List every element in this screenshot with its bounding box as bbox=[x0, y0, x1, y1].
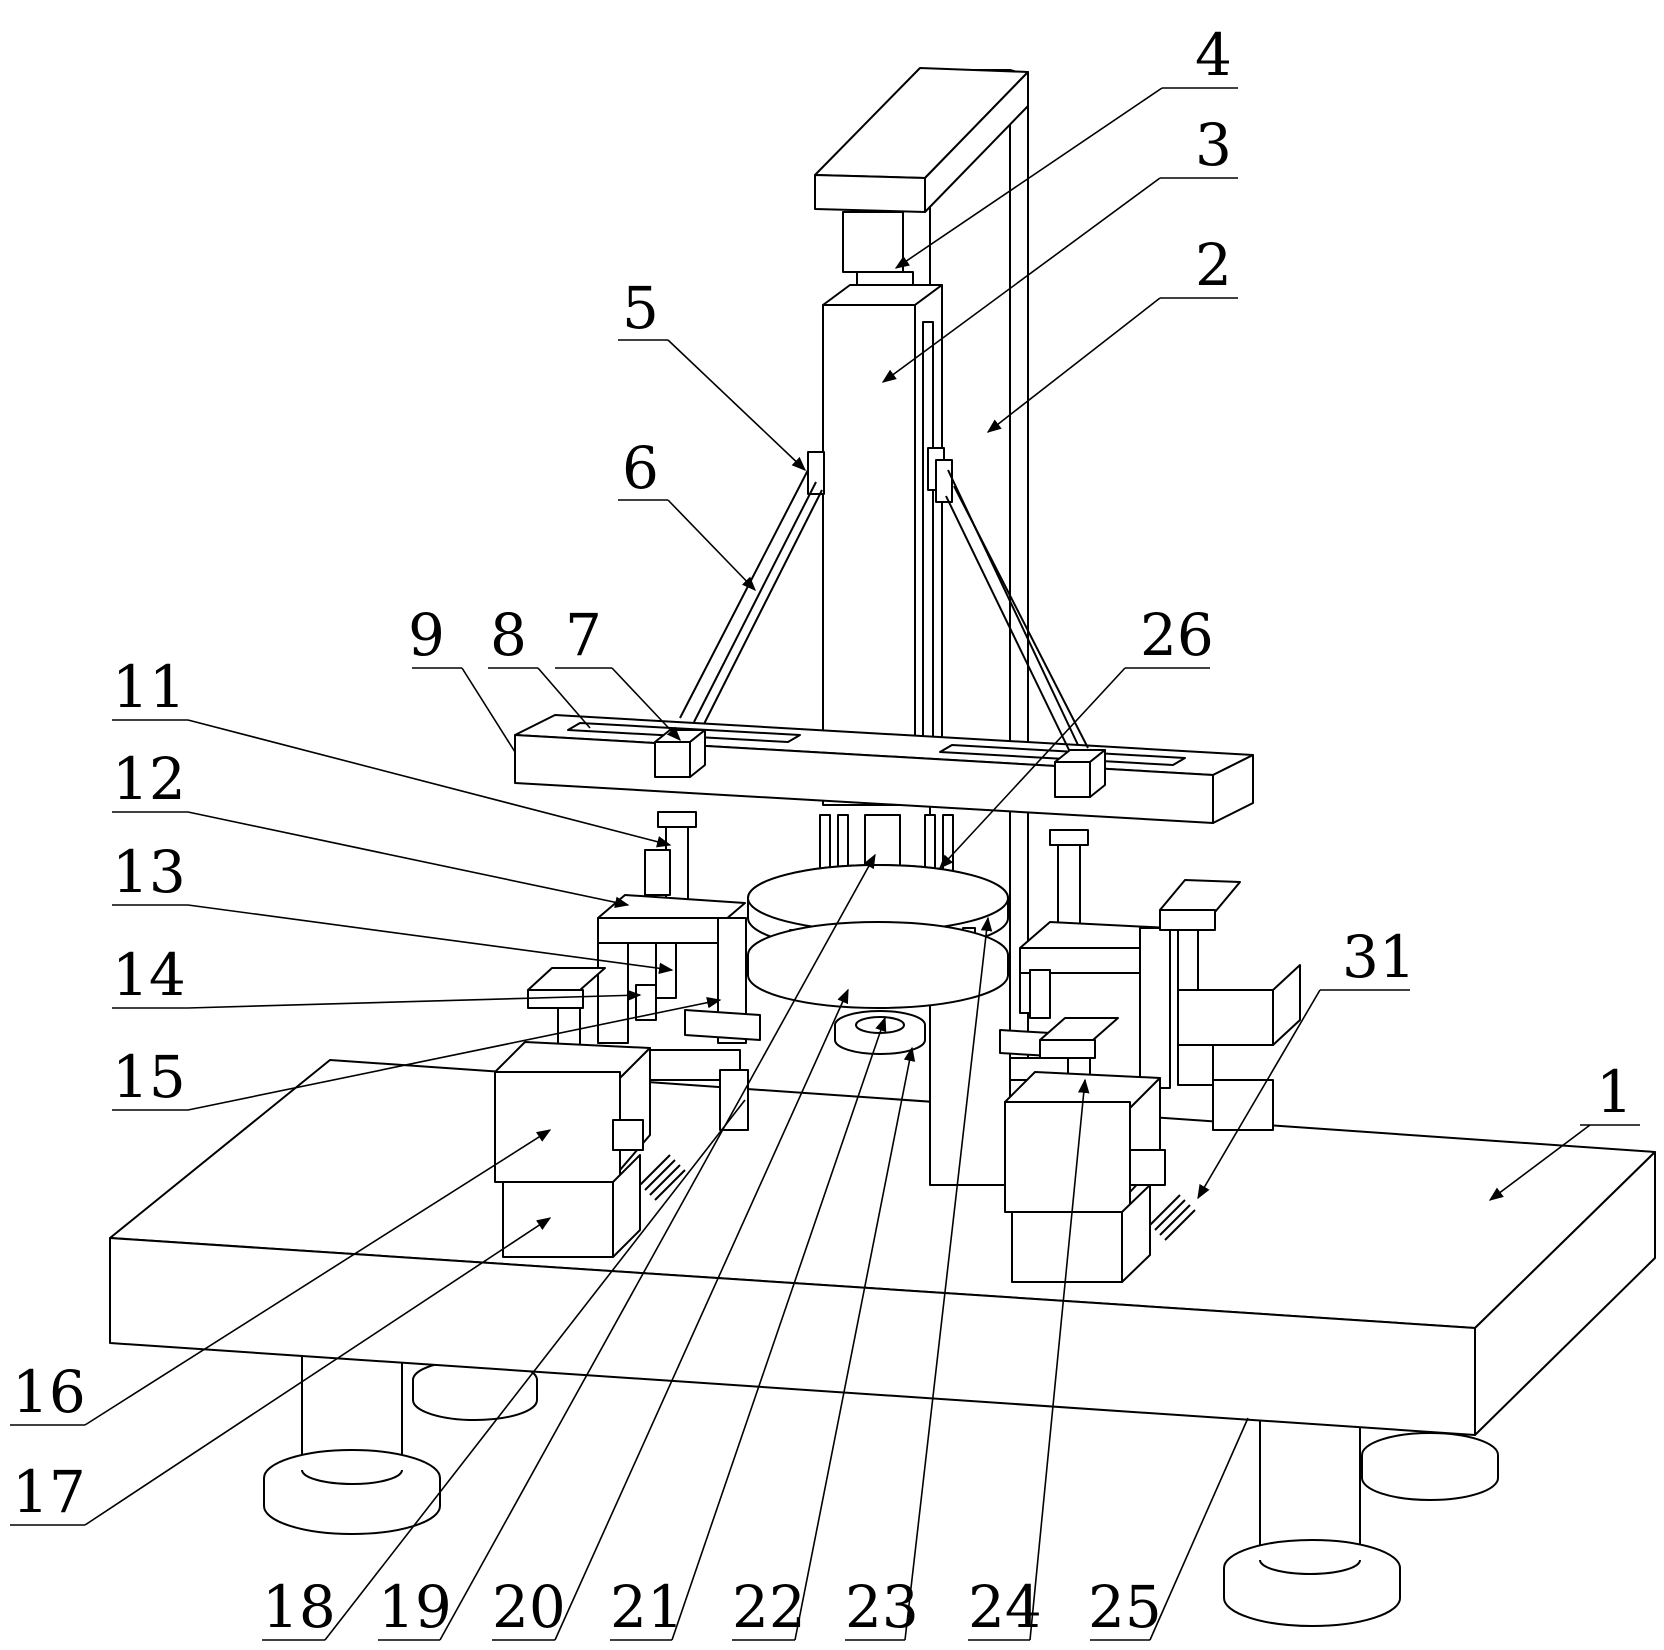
label-1: 1 bbox=[1596, 1058, 1633, 1126]
label-7: 7 bbox=[565, 601, 602, 669]
support-rod-left bbox=[679, 469, 823, 725]
label-21: 21 bbox=[610, 1573, 684, 1641]
callout-19: 19 bbox=[378, 853, 876, 1641]
label-15: 15 bbox=[112, 1043, 186, 1111]
label-8: 8 bbox=[490, 601, 527, 669]
label-11: 11 bbox=[112, 653, 186, 721]
rod-clamp-right bbox=[1054, 749, 1106, 798]
callout-9: 9 bbox=[408, 601, 516, 753]
right-rear-block bbox=[1177, 964, 1301, 1131]
label-24: 24 bbox=[968, 1573, 1042, 1641]
callout-24: 24 bbox=[968, 1078, 1090, 1641]
callout-12: 12 bbox=[112, 745, 630, 908]
support-rod-right bbox=[945, 469, 1089, 753]
label-13: 13 bbox=[112, 838, 186, 906]
callout-13: 13 bbox=[112, 838, 674, 974]
label-22: 22 bbox=[732, 1573, 806, 1641]
callout-11: 11 bbox=[112, 653, 672, 848]
callout-23: 23 bbox=[845, 916, 993, 1641]
label-17: 17 bbox=[12, 1458, 86, 1526]
foot-front-right bbox=[1223, 1409, 1401, 1627]
right-clamp-body bbox=[1004, 1071, 1166, 1283]
callout-1: 1 bbox=[1488, 1058, 1640, 1201]
label-20: 20 bbox=[492, 1573, 566, 1641]
callout-2: 2 bbox=[986, 231, 1238, 433]
callout-16: 16 bbox=[10, 1129, 552, 1426]
label-31: 31 bbox=[1342, 923, 1416, 991]
label-5: 5 bbox=[622, 274, 659, 342]
label-6: 6 bbox=[622, 434, 659, 502]
callout-6: 6 bbox=[618, 434, 757, 592]
top-arm bbox=[814, 67, 1029, 213]
callout-3: 3 bbox=[881, 111, 1238, 383]
right-clamp-frame bbox=[999, 921, 1171, 1089]
callout-7: 7 bbox=[555, 601, 681, 742]
callout-8: 8 bbox=[488, 601, 591, 729]
callout-4: 4 bbox=[894, 21, 1238, 269]
left-clamp-body bbox=[494, 1041, 651, 1258]
callout-17: 17 bbox=[10, 1217, 552, 1526]
left-spring bbox=[639, 1154, 686, 1201]
label-18: 18 bbox=[262, 1573, 336, 1641]
callout-15: 15 bbox=[112, 996, 722, 1111]
right-spring bbox=[1149, 1194, 1196, 1241]
lower-disc bbox=[747, 921, 1009, 1009]
label-19: 19 bbox=[378, 1573, 452, 1641]
left-pad bbox=[527, 967, 606, 1049]
label-12: 12 bbox=[112, 745, 186, 813]
label-16: 16 bbox=[12, 1358, 86, 1426]
label-2: 2 bbox=[1195, 231, 1232, 299]
central-column bbox=[822, 284, 943, 806]
callout-18: 18 bbox=[262, 1099, 746, 1641]
callout-31: 31 bbox=[1197, 923, 1416, 1200]
rod-clamp-left bbox=[654, 729, 706, 778]
label-9: 9 bbox=[408, 601, 445, 669]
callout-21: 21 bbox=[610, 1016, 887, 1641]
label-14: 14 bbox=[112, 941, 186, 1009]
callout-5: 5 bbox=[618, 274, 807, 471]
callout-25: 25 bbox=[1088, 1417, 1249, 1641]
callout-14: 14 bbox=[112, 941, 642, 1009]
callout-20: 20 bbox=[492, 988, 849, 1641]
label-3: 3 bbox=[1195, 111, 1232, 179]
foot-back-right bbox=[1361, 1432, 1499, 1501]
label-25: 25 bbox=[1088, 1573, 1162, 1641]
label-23: 23 bbox=[845, 1573, 919, 1641]
label-26: 26 bbox=[1140, 601, 1214, 669]
vertical-post bbox=[929, 69, 1029, 1191]
label-4: 4 bbox=[1195, 21, 1232, 89]
callout-22: 22 bbox=[732, 1046, 916, 1641]
slide-block-left bbox=[807, 451, 825, 495]
callout-26: 26 bbox=[939, 601, 1214, 870]
